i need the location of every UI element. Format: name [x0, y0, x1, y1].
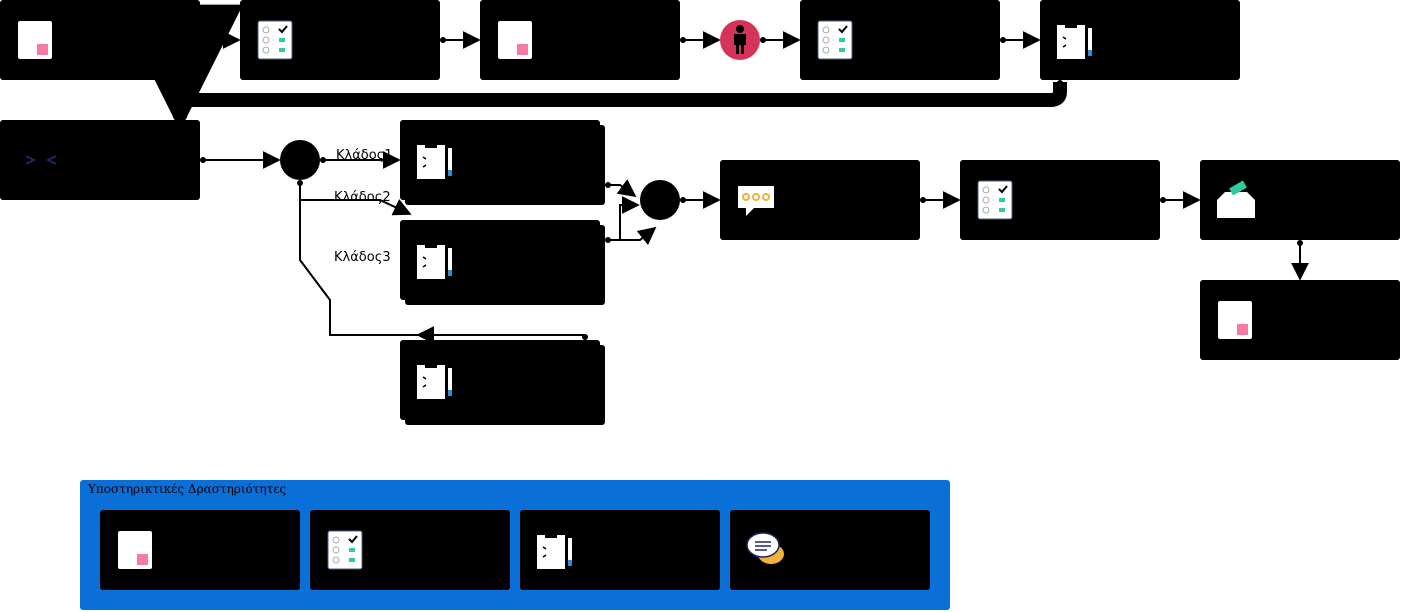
task-card-clipboard-1[interactable]	[1040, 0, 1240, 80]
code-brackets-icon	[25, 155, 56, 165]
support-card-document[interactable]	[100, 510, 300, 590]
task-card-ballot[interactable]	[1200, 160, 1400, 240]
task-card-branch-1[interactable]	[400, 120, 600, 200]
support-activities-group: Υποστηρικτικές Δραστηριότητες	[80, 480, 950, 610]
chat-bubble-icon	[738, 186, 774, 216]
clipboard-pencil-icon	[537, 533, 572, 569]
task-card-checklist-1[interactable]	[240, 0, 440, 80]
document-icon	[118, 531, 152, 569]
branch-label-1: Κλάδος1	[336, 148, 393, 163]
merge-gateway	[640, 180, 680, 220]
task-card-checklist-3[interactable]	[960, 160, 1160, 240]
checklist-icon	[817, 20, 853, 60]
document-icon	[18, 21, 52, 59]
document-icon	[498, 21, 532, 59]
branch-label-2: Κλάδος2	[334, 190, 391, 205]
support-card-clipboard[interactable]	[520, 510, 720, 590]
support-card-checklist[interactable]	[310, 510, 510, 590]
task-card-checklist-2[interactable]	[800, 0, 1000, 80]
comments-icon	[746, 532, 784, 564]
clipboard-pencil-icon	[417, 363, 452, 399]
checklist-icon	[327, 530, 363, 570]
checklist-icon	[977, 180, 1013, 220]
clipboard-pencil-icon	[417, 243, 452, 279]
task-card-document-1[interactable]	[0, 0, 200, 80]
clipboard-pencil-icon	[1057, 23, 1092, 59]
split-gateway	[280, 140, 320, 180]
support-card-comments[interactable]	[730, 510, 930, 590]
person-icon	[734, 25, 746, 54]
task-card-code[interactable]	[0, 120, 200, 200]
task-card-chat[interactable]	[720, 160, 920, 240]
checklist-icon	[257, 20, 293, 60]
task-card-branch-3[interactable]	[400, 340, 600, 420]
task-card-document-2[interactable]	[480, 0, 680, 80]
branch-label-3: Κλάδος3	[334, 250, 391, 265]
task-card-branch-2[interactable]	[400, 220, 600, 300]
clipboard-pencil-icon	[417, 143, 452, 179]
group-title: Υποστηρικτικές Δραστηριότητες	[88, 482, 287, 496]
ballot-box-icon	[1217, 180, 1255, 218]
task-card-document-3[interactable]	[1200, 280, 1400, 360]
document-icon	[1218, 301, 1252, 339]
